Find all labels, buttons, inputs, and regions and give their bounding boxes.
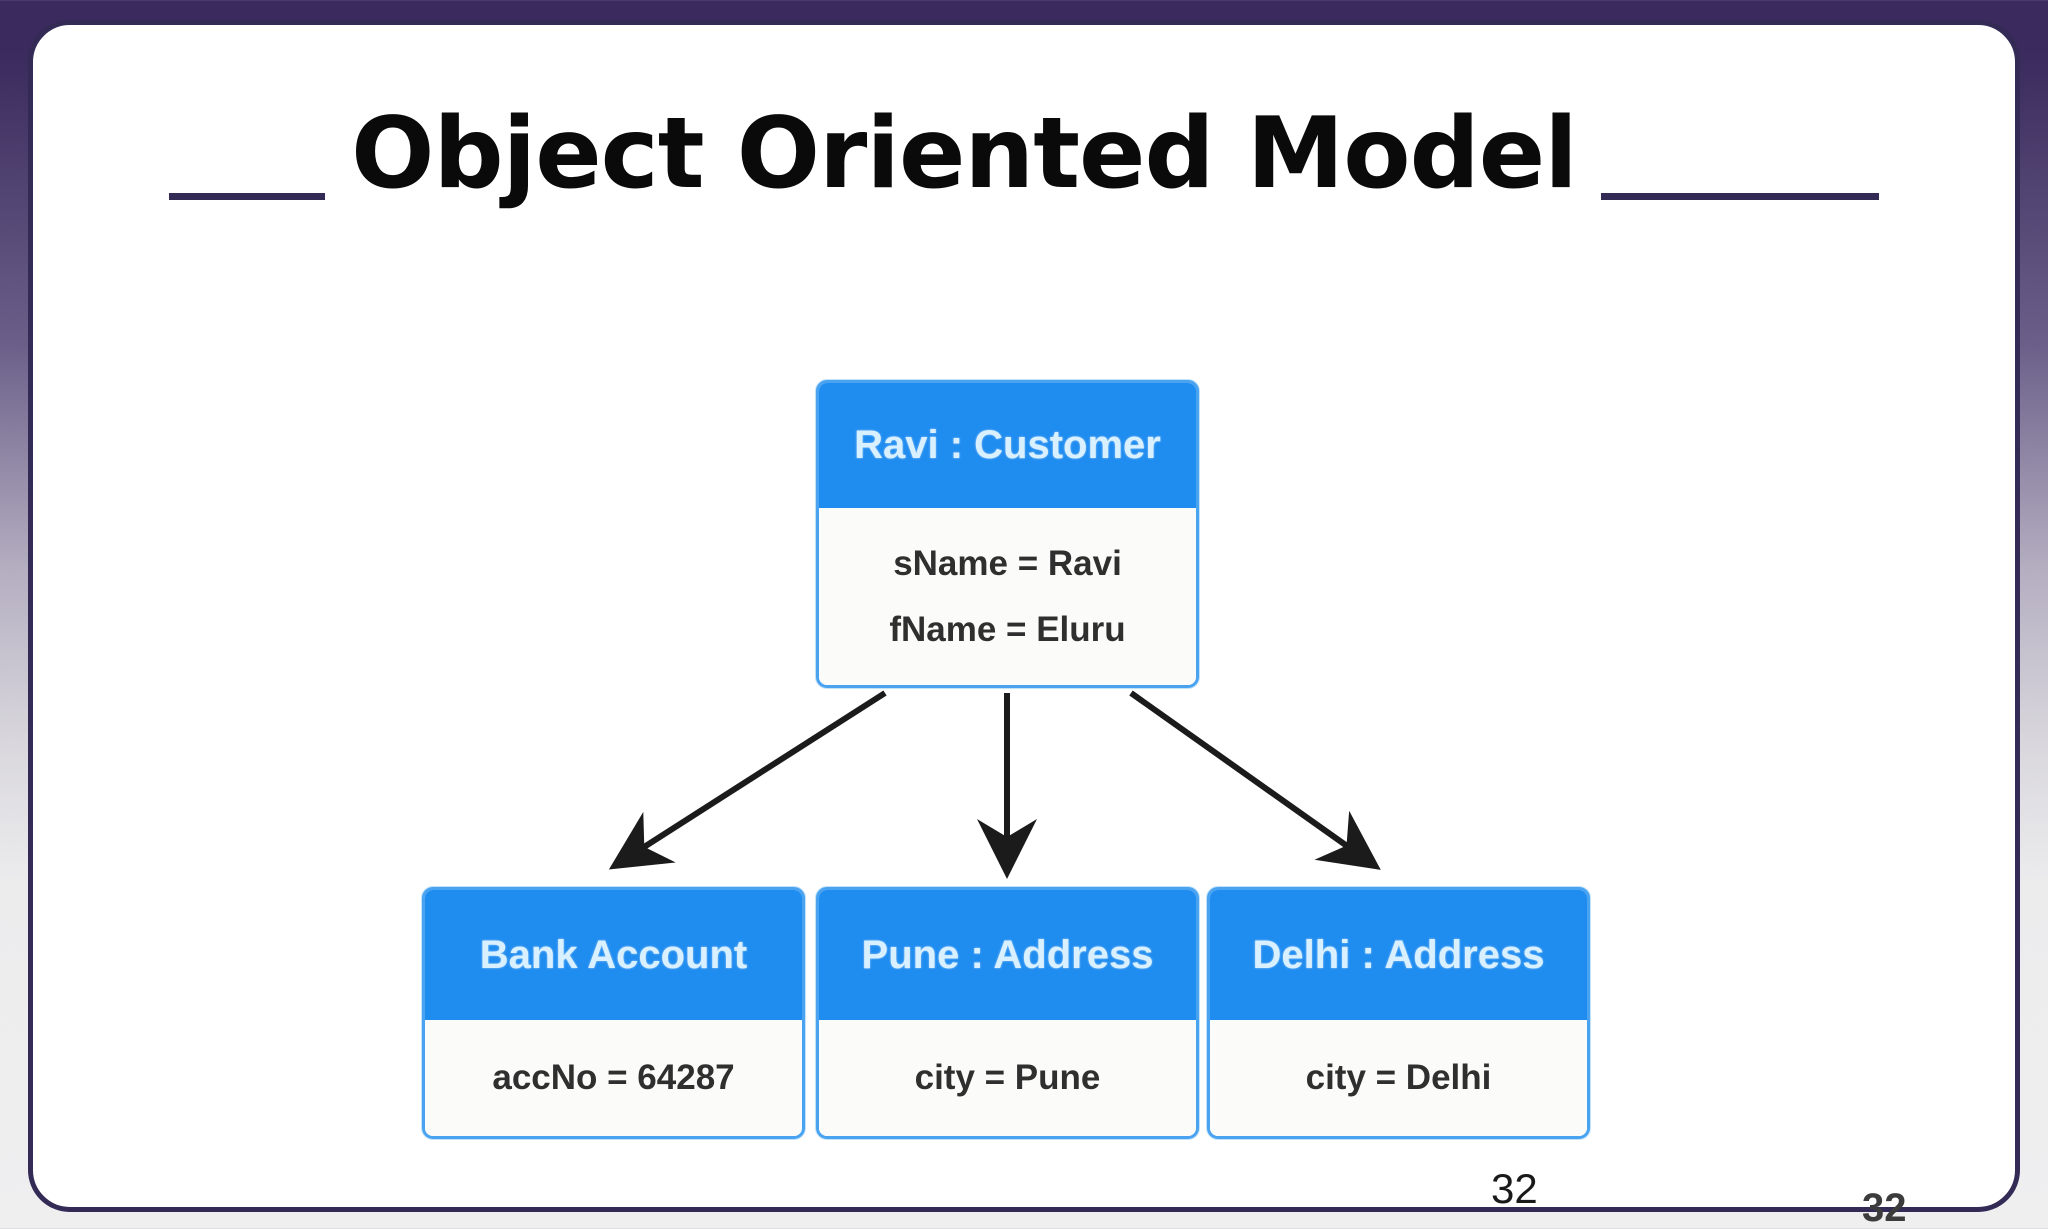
title-rule-right	[1600, 192, 1879, 200]
object-header-customer: Ravi : Customer	[819, 383, 1196, 508]
object-header-bank-account: Bank Account	[425, 890, 802, 1020]
attribute-city-pune: city = Pune	[914, 1058, 1101, 1097]
attribute-city-delhi: city = Delhi	[1305, 1058, 1492, 1097]
arrow-to-delhi-address	[1129, 690, 1381, 870]
attribute-accno: accNo = 64287	[492, 1058, 735, 1097]
object-box-bank-account[interactable]: Bank Account accNo = 64287	[422, 887, 805, 1139]
slide-card: Object Oriented Model Ravi : Customer sN…	[28, 20, 2020, 1212]
object-body-bank-account: accNo = 64287	[425, 1020, 802, 1136]
attribute-fname: fName = Eluru	[889, 609, 1126, 649]
title-rule-left	[169, 192, 326, 200]
object-box-customer[interactable]: Ravi : Customer sName = Ravi fName = Elu…	[816, 380, 1199, 688]
object-box-delhi-address[interactable]: Delhi : Address city = Delhi	[1207, 887, 1590, 1139]
object-body-pune-address: city = Pune	[819, 1020, 1196, 1136]
arrow-to-bank-account	[608, 690, 887, 870]
object-body-customer: sName = Ravi fName = Eluru	[819, 508, 1196, 685]
attribute-sname: sName = Ravi	[893, 543, 1122, 583]
page-number-footer: 32	[1862, 1186, 1907, 1229]
title-row: Object Oriented Model	[33, 103, 2015, 206]
object-body-delhi-address: city = Delhi	[1210, 1020, 1587, 1136]
object-header-delhi-address: Delhi : Address	[1210, 890, 1587, 1020]
page-title: Object Oriented Model	[351, 97, 1578, 211]
object-header-pune-address: Pune : Address	[819, 890, 1196, 1020]
object-box-pune-address[interactable]: Pune : Address city = Pune	[816, 887, 1199, 1139]
object-diagram: Ravi : Customer sName = Ravi fName = Elu…	[33, 25, 2015, 1207]
page-number: 32	[1491, 1165, 1538, 1212]
